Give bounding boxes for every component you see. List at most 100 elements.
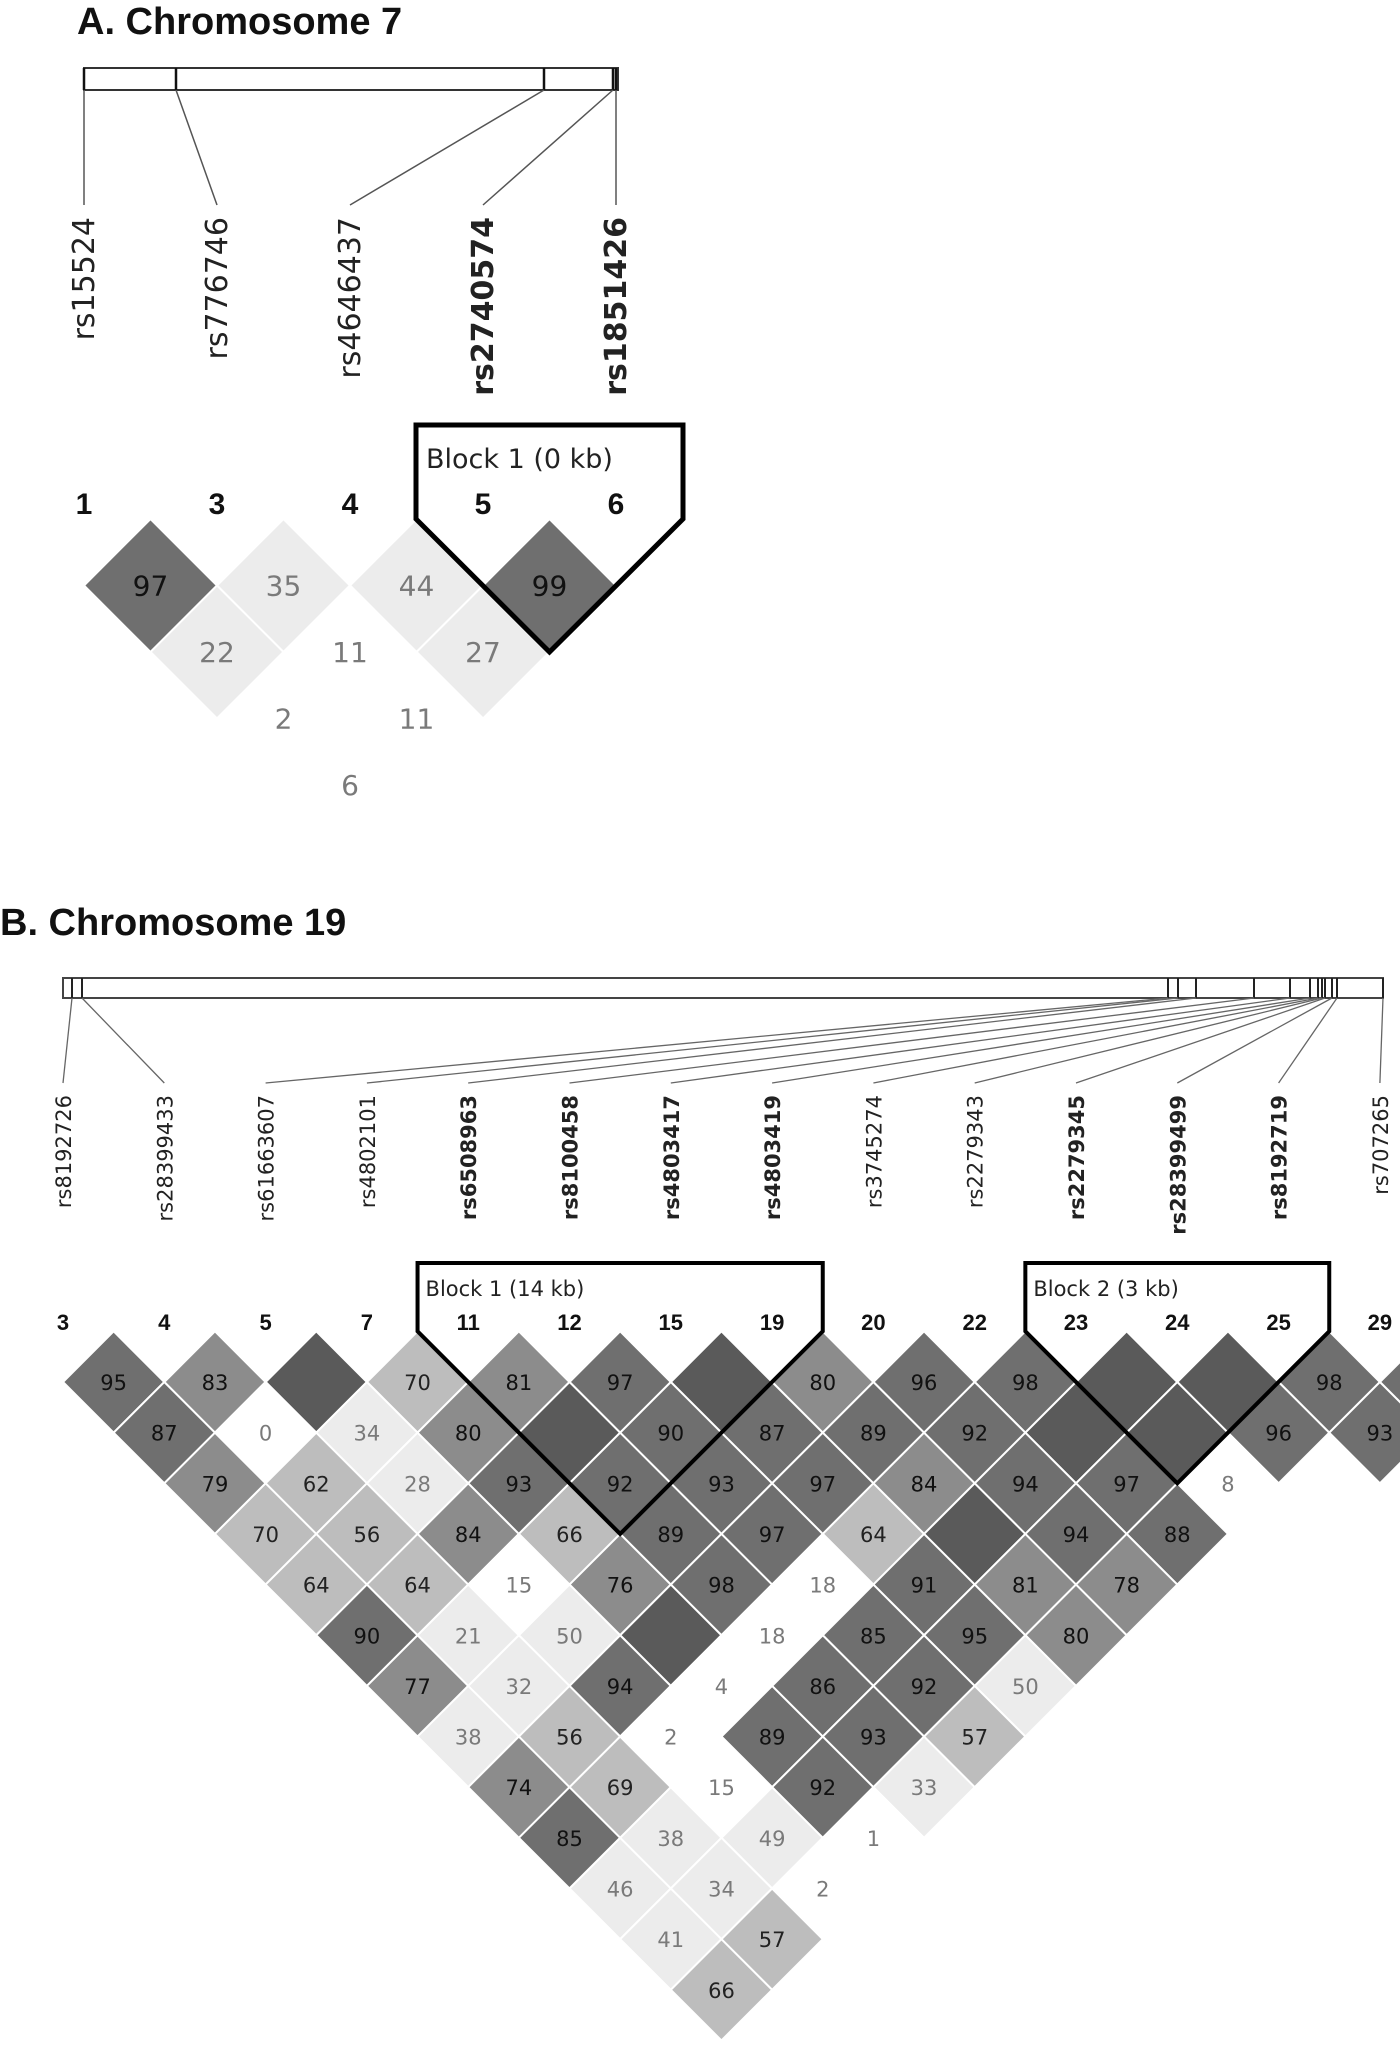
block-label: Block 1 (14 kb) — [426, 1277, 585, 1301]
ld-value: 21 — [455, 1624, 482, 1648]
ld-value: 93 — [860, 1726, 887, 1750]
ld-value: 81 — [505, 1371, 532, 1395]
snp-connector-line — [81, 997, 165, 1084]
snp-index-label: 25 — [1266, 1310, 1290, 1335]
snp-connector-line — [265, 997, 1169, 1084]
ld-value: 81 — [1012, 1574, 1039, 1598]
snp-index-label: 22 — [962, 1310, 986, 1335]
ld-value: 94 — [607, 1675, 634, 1699]
ld-value: 96 — [1265, 1422, 1292, 1446]
snp-index-label: 5 — [475, 488, 492, 521]
ld-value: 15 — [505, 1574, 532, 1598]
ld-value: 80 — [455, 1422, 482, 1446]
ld-value: 49 — [759, 1827, 786, 1851]
ld-value: 64 — [404, 1574, 431, 1598]
ld-value: 33 — [911, 1776, 938, 1800]
snp-connector-line — [1176, 997, 1333, 1084]
ld-value: 34 — [354, 1422, 381, 1446]
ld-value: 92 — [607, 1472, 634, 1496]
ld-value: 2 — [275, 703, 293, 736]
snp-index-label: 4 — [158, 1310, 171, 1335]
ld-value: 6 — [341, 769, 359, 802]
snp-connector-line — [1075, 997, 1326, 1084]
ld-value: 0 — [259, 1422, 272, 1446]
ld-value: 84 — [911, 1472, 938, 1496]
ld-value: 11 — [399, 703, 435, 736]
ld-value: 97 — [759, 1523, 786, 1547]
ld-value: 57 — [961, 1726, 988, 1750]
ld-value: 64 — [860, 1523, 887, 1547]
snp-name-label: rs8100458 — [559, 1095, 583, 1220]
ld-value: 86 — [809, 1675, 836, 1699]
ld-value: 90 — [657, 1422, 684, 1446]
ld-value: 93 — [505, 1472, 532, 1496]
ld-value: 56 — [354, 1523, 381, 1547]
block-label: Block 2 (3 kb) — [1033, 1277, 1178, 1301]
snp-name-label: rs6508963 — [457, 1095, 481, 1220]
ld-cell — [669, 1937, 774, 2042]
ld-value: 78 — [1113, 1574, 1140, 1598]
snp-connector-line — [468, 997, 1197, 1084]
ld-value: 95 — [100, 1371, 127, 1395]
snp-index-label: 12 — [557, 1310, 581, 1335]
snp-name-label: rs4802101 — [356, 1095, 380, 1208]
ld-value: 28 — [404, 1472, 431, 1496]
ld-value: 98 — [1316, 1371, 1343, 1395]
ld-value: 64 — [303, 1574, 330, 1598]
snp-name-label: rs776746 — [200, 217, 235, 360]
ld-value: 2 — [816, 1878, 829, 1902]
ld-value: 88 — [1164, 1523, 1191, 1547]
ld-value: 95 — [961, 1624, 988, 1648]
snp-name-label: rs707265 — [1369, 1095, 1393, 1195]
ld-value: 97 — [1113, 1472, 1140, 1496]
haplotype-block-outline — [1023, 1261, 1332, 1487]
ld-value: 11 — [332, 636, 368, 669]
ld-value: 85 — [860, 1624, 887, 1648]
ld-value: 96 — [911, 1371, 938, 1395]
snp-name-label: rs8192726 — [52, 1095, 76, 1208]
ld-value: 87 — [151, 1422, 178, 1446]
ld-value: 15 — [708, 1776, 735, 1800]
snp-connector-line — [366, 997, 1179, 1084]
ld-value: 99 — [532, 570, 568, 603]
ld-value: 38 — [657, 1827, 684, 1851]
ld-value: 1 — [867, 1827, 880, 1851]
haplotype-block-outline — [413, 422, 686, 656]
snp-name-label: rs2279343 — [964, 1095, 988, 1208]
snp-connector-line — [1379, 997, 1384, 1084]
ld-value: 93 — [708, 1472, 735, 1496]
ld-cell — [1378, 1360, 1400, 1404]
ld-value: 56 — [556, 1726, 583, 1750]
snp-name-label: rs61663607 — [255, 1095, 279, 1221]
ld-value: 97 — [809, 1472, 836, 1496]
ld-value: 98 — [1012, 1371, 1039, 1395]
ld-value: 70 — [404, 1371, 431, 1395]
snp-name-label: rs2740574 — [466, 217, 501, 396]
snp-index-label: 3 — [57, 1310, 69, 1335]
snp-index-label: 20 — [861, 1310, 885, 1335]
ld-value: 8 — [1221, 1472, 1234, 1496]
ld-value: 76 — [607, 1574, 634, 1598]
snp-index-label: 15 — [659, 1310, 683, 1335]
ld-value: 35 — [266, 570, 302, 603]
ld-value: 32 — [505, 1675, 532, 1699]
ld-value: 98 — [708, 1574, 735, 1598]
ld-value: 4 — [715, 1675, 728, 1699]
panel-b-snp-track — [62, 977, 1384, 1084]
ld-value: 89 — [860, 1422, 887, 1446]
snp-index-label: 4 — [342, 488, 359, 521]
snp-connector-line — [873, 997, 1319, 1084]
snp-name-label: rs8192719 — [1268, 1095, 1292, 1220]
snp-connector-line — [349, 89, 545, 206]
snp-connector-line — [974, 997, 1323, 1084]
snp-name-label: rs28399433 — [153, 1095, 177, 1221]
snp-index-label: 5 — [259, 1310, 271, 1335]
ld-value: 66 — [556, 1523, 583, 1547]
ld-value: 2 — [664, 1726, 677, 1750]
ld-value: 69 — [607, 1776, 634, 1800]
panel-b-title: B. Chromosome 19 — [0, 902, 346, 944]
ld-value: 80 — [1063, 1624, 1090, 1648]
